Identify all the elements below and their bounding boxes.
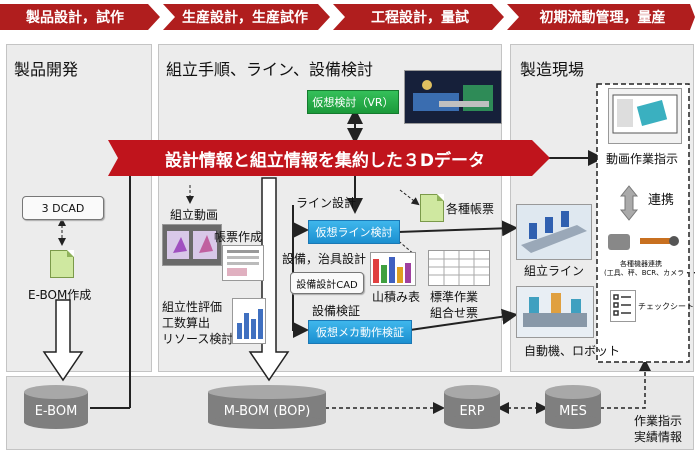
cad-box: 3 DCAD bbox=[22, 196, 104, 220]
virtual-line-button: 仮想ライン検討 bbox=[308, 220, 400, 244]
auto-machine-thumb bbox=[516, 286, 594, 338]
banner-text: 設計情報と組立情報を集約した３Dデータ bbox=[164, 150, 486, 171]
instr-label-1: 作業指示 bbox=[634, 414, 683, 428]
anim-label: 組立動画 bbox=[170, 208, 219, 222]
tools-icon bbox=[608, 234, 679, 250]
devices-label: 各種機器連携 bbox=[620, 260, 662, 268]
product-dev-title: 製品開発 bbox=[14, 60, 79, 79]
vr-scene-icon bbox=[413, 80, 493, 111]
phase-arrow-2 bbox=[163, 4, 330, 30]
anim-film-icon bbox=[163, 225, 221, 265]
anim-thumb bbox=[162, 224, 222, 266]
erp-label: ERP bbox=[459, 403, 485, 419]
devices-thumb bbox=[606, 228, 682, 258]
ebom-create-label: E-BOM作成 bbox=[28, 288, 92, 302]
yamazumi-chart-icon bbox=[373, 257, 411, 283]
forms-arrow bbox=[399, 189, 420, 206]
checklist-icon bbox=[613, 294, 631, 316]
mes-factory-dash bbox=[600, 359, 651, 409]
ebom-block-arrow bbox=[42, 299, 84, 382]
mbom-db-icon bbox=[208, 385, 326, 429]
ebom-label: E-BOM bbox=[34, 403, 78, 419]
phase-arrow-3 bbox=[333, 4, 504, 30]
mecha-to-factory-arrow bbox=[409, 308, 518, 331]
assembly-line-label: 組立ライン bbox=[524, 264, 585, 278]
erp-db-icon bbox=[444, 385, 500, 429]
auto-machine-label: 自動機、ロボット bbox=[524, 344, 621, 358]
eval-bar-icon bbox=[237, 309, 263, 339]
yamazumi-thumb bbox=[370, 252, 416, 286]
robot-icon bbox=[523, 293, 587, 327]
banner-arrow bbox=[108, 140, 550, 176]
equip-verify-arrow bbox=[292, 205, 309, 338]
instr-label-2: 実績情報 bbox=[634, 430, 683, 444]
phase-3-label: 工程設計，量試 bbox=[371, 10, 469, 26]
forms-label: 各種帳票 bbox=[446, 202, 495, 216]
chart-label: 帳票作成 bbox=[214, 230, 263, 244]
std-work-label-2: 組合せ票 bbox=[430, 306, 479, 320]
equip-design-label: 設備，治具設計 bbox=[282, 252, 367, 266]
phase-1-label: 製品設計，試作 bbox=[26, 10, 124, 26]
phase-arrow-1 bbox=[0, 4, 160, 30]
mbom-label: M-BOM (BOP) bbox=[223, 403, 311, 419]
vr-button: 仮想検討（VR） bbox=[307, 90, 399, 114]
assembly-line-thumb bbox=[516, 204, 592, 260]
mes-db-icon bbox=[545, 385, 601, 429]
conveyor-icon bbox=[521, 211, 587, 253]
ebom-db-icon bbox=[24, 385, 88, 429]
link-label: 連携 bbox=[648, 193, 675, 208]
factory-title: 製造現場 bbox=[520, 60, 585, 79]
link-arrow bbox=[619, 185, 639, 221]
eval-label-1: 組立性評価 bbox=[162, 300, 223, 314]
vr-image bbox=[404, 70, 502, 124]
forms-doc-icon bbox=[420, 194, 444, 222]
eval-label-3: リソース検討 bbox=[162, 332, 234, 346]
ebom-doc-icon bbox=[50, 250, 74, 278]
video-instr-thumb bbox=[608, 88, 682, 144]
eval-label-2: 工数算出 bbox=[162, 316, 211, 330]
std-work-table-icon bbox=[429, 251, 489, 285]
equip-verify-label: 設備検証 bbox=[312, 304, 361, 318]
eval-thumb bbox=[232, 298, 266, 344]
yamazumi-label: 山積み表 bbox=[372, 290, 421, 304]
mes-label: MES bbox=[559, 403, 587, 419]
assembly-title: 組立手順、ライン、設備検討 bbox=[166, 60, 374, 79]
line-design-label: ライン設計 bbox=[296, 196, 357, 210]
line-to-factory-arrow bbox=[397, 220, 518, 237]
std-work-thumb bbox=[428, 250, 490, 286]
phase-4-label: 初期流動管理，量産 bbox=[539, 10, 666, 26]
video-instr-label: 動画作業指示 bbox=[606, 152, 679, 166]
phase-header bbox=[0, 4, 695, 30]
equip-cad-box: 設備設計CAD bbox=[290, 272, 364, 294]
devices-sub-label: (工具、秤、BCR、カメラ・・・) bbox=[604, 269, 695, 277]
checksheet-label: チェックシート bbox=[638, 302, 694, 311]
std-work-label-1: 標準作業 bbox=[430, 290, 479, 304]
chart-thumb bbox=[222, 245, 264, 281]
checksheet-thumb bbox=[610, 290, 636, 322]
phase-2-label: 生産設計，生産試作 bbox=[182, 10, 308, 26]
mbom-block-arrow bbox=[248, 177, 290, 382]
mecha-verify-button: 仮想メカ動作検証 bbox=[308, 320, 412, 344]
monitor-icon bbox=[612, 94, 678, 134]
chart-doc-icon bbox=[227, 250, 259, 276]
phase-arrow-4 bbox=[507, 4, 695, 30]
